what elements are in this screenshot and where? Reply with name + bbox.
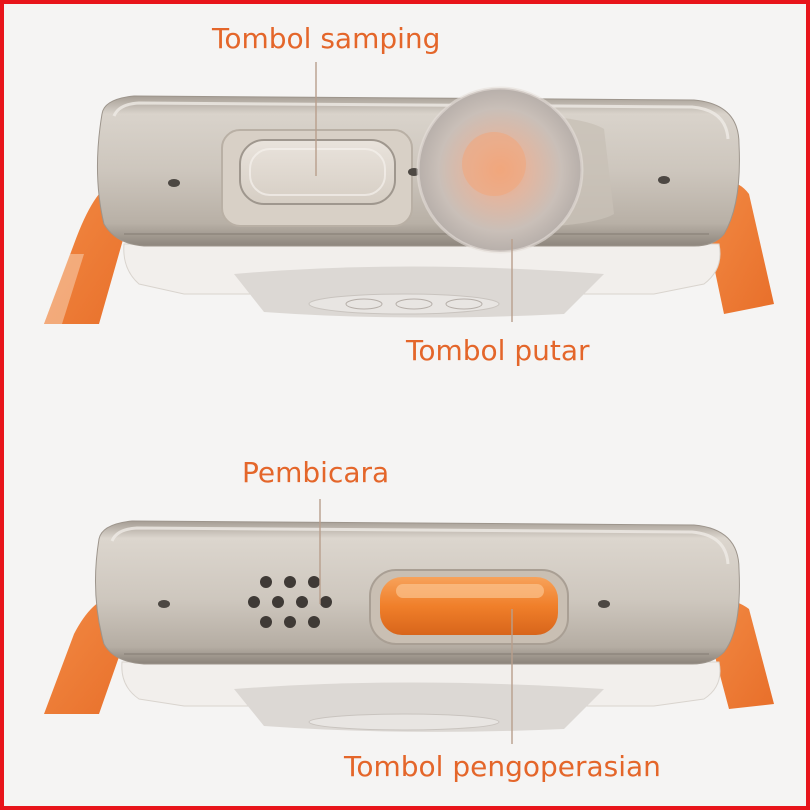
watch-side-illustration-top: [44, 62, 774, 324]
label-digital-crown: Tombol putar: [406, 334, 590, 367]
mic-hole-left: [168, 179, 180, 187]
side-button: [239, 139, 396, 205]
watch-side-view-bottom: Pembicara Tombol pengoperasian: [4, 404, 806, 806]
label-speaker: Pembicara: [242, 456, 390, 489]
label-action-button: Tombol pengoperasian: [344, 750, 661, 783]
watch-side-illustration-bottom: [44, 499, 774, 744]
mic-hole-right: [658, 176, 670, 184]
watch-side-view-top: Tombol samping Tombol putar: [4, 4, 806, 404]
speaker-grille: [248, 576, 332, 628]
label-side-button: Tombol samping: [212, 22, 441, 55]
